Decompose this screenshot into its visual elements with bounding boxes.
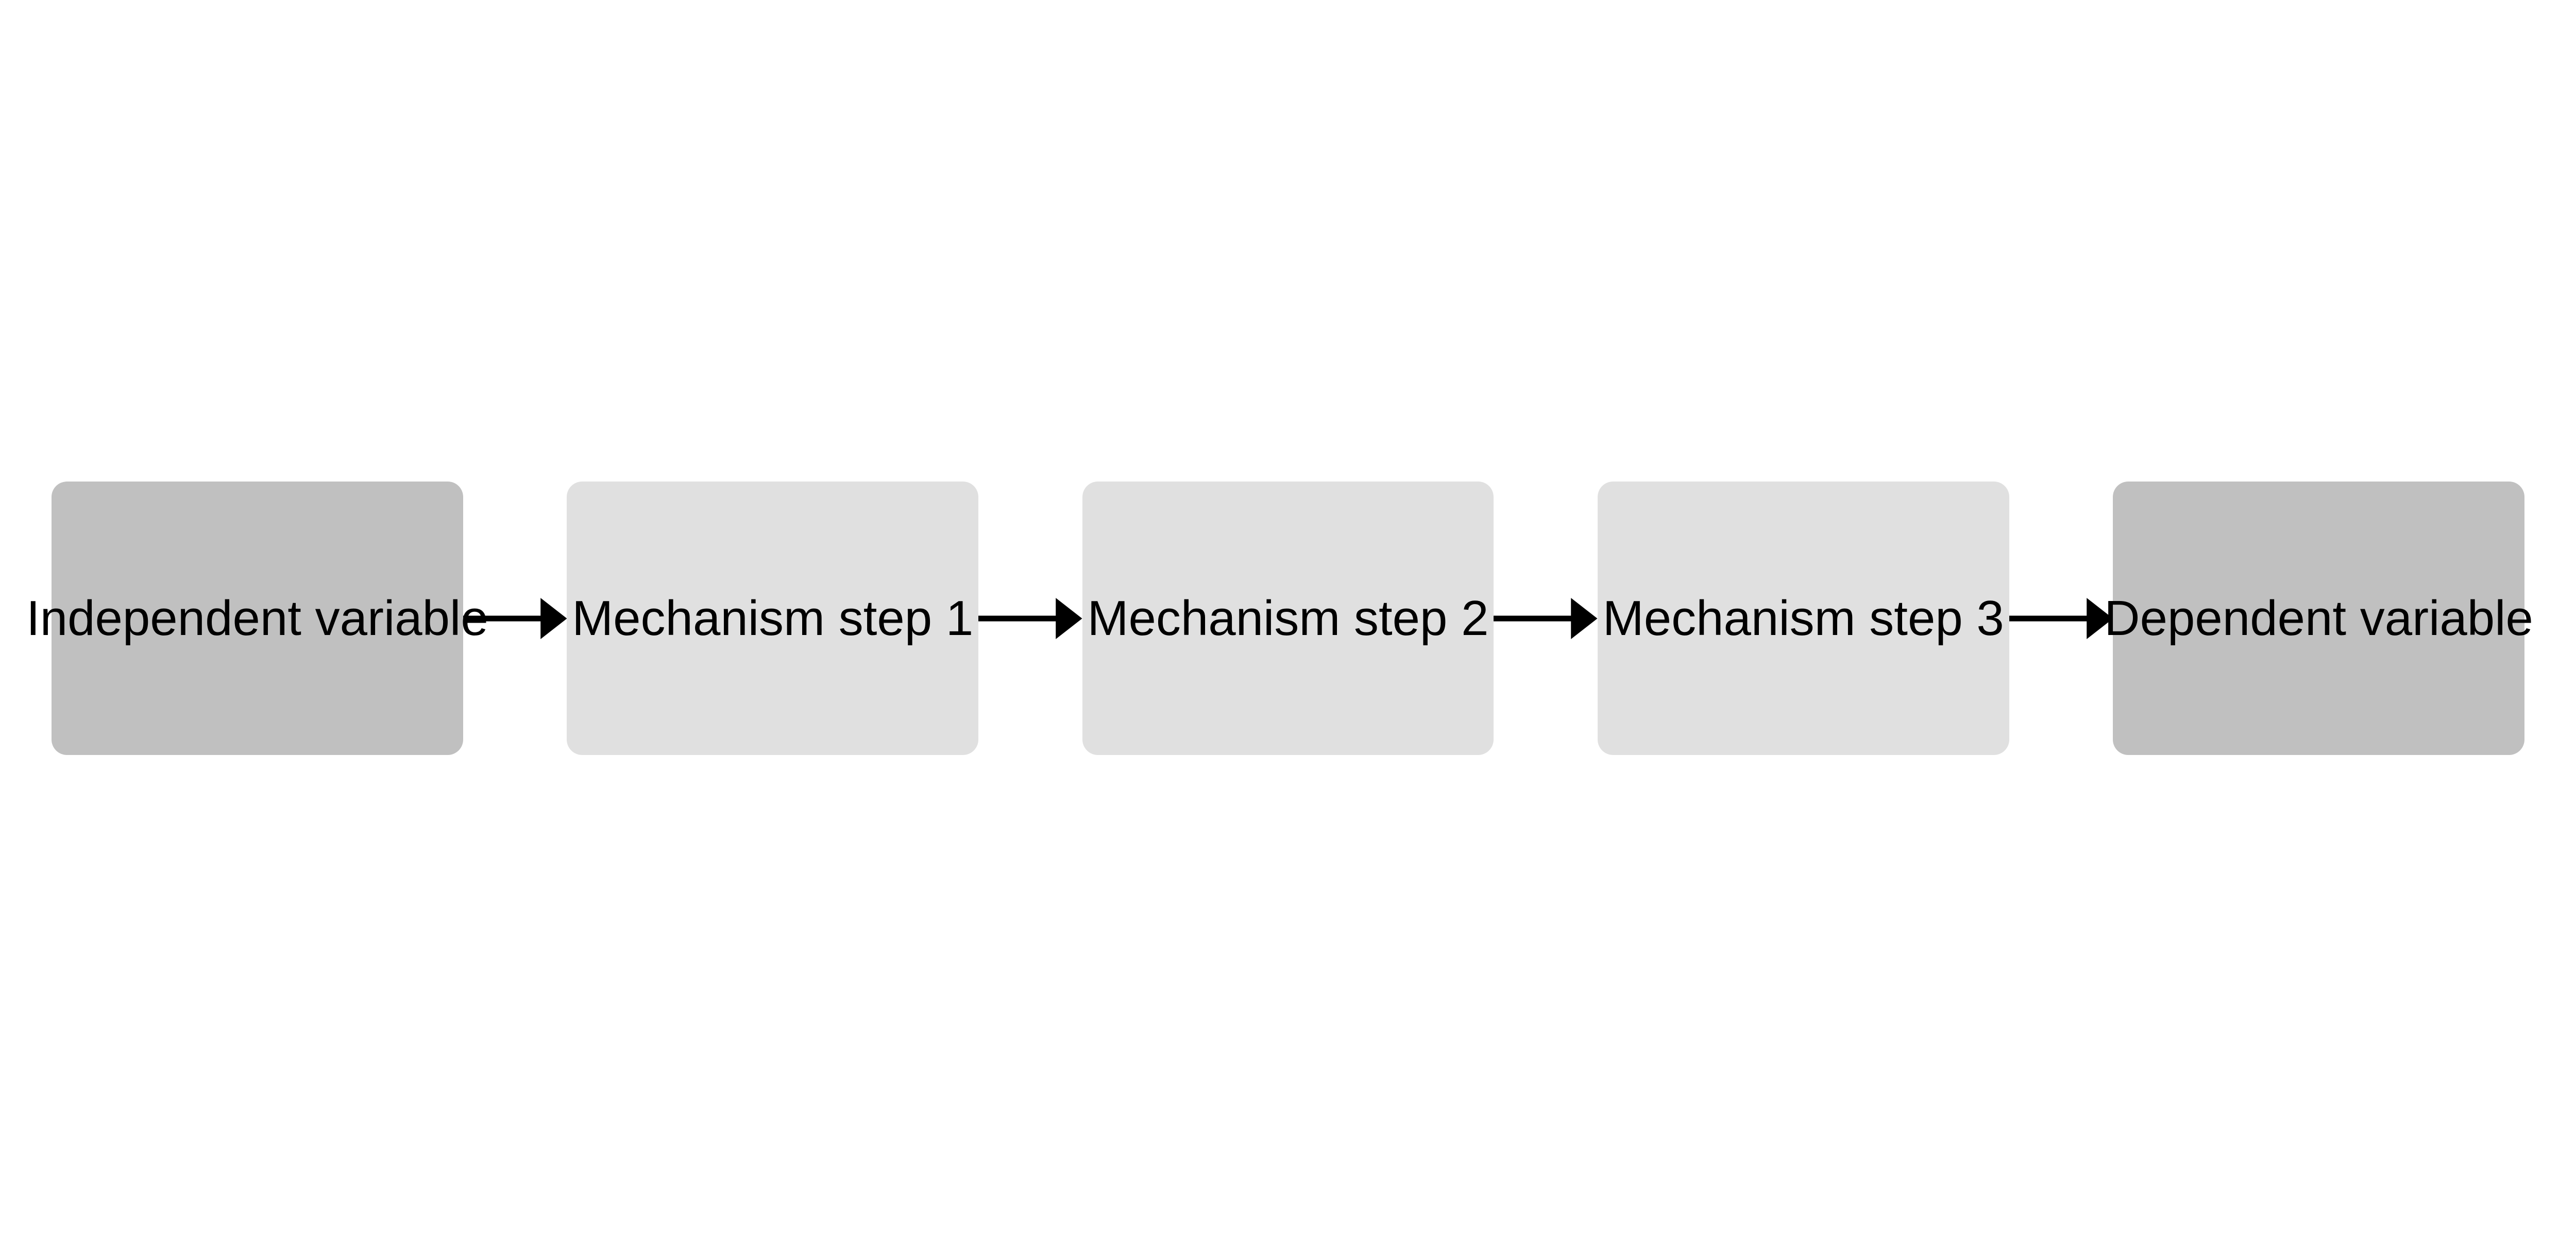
flow-row: Independent variable Mechanism step 1 Me… (0, 482, 2576, 755)
arrow-3 (1494, 597, 1598, 639)
node-mechanism-step-1: Mechanism step 1 (567, 482, 979, 755)
arrow-2 (978, 597, 1082, 639)
node-dependent-variable: Dependent variable (2104, 482, 2533, 755)
node-label: Dependent variable (2104, 590, 2533, 646)
node-independent-variable: Independent variable (26, 482, 488, 755)
arrow-1 (463, 597, 567, 639)
node-label: Mechanism step 1 (572, 590, 974, 646)
node-label: Mechanism step 3 (1602, 590, 2004, 646)
node-mechanism-step-3: Mechanism step 3 (1597, 482, 2009, 755)
node-label: Mechanism step 2 (1087, 590, 1489, 646)
arrow-4 (2009, 597, 2113, 639)
node-mechanism-step-2: Mechanism step 2 (1082, 482, 1494, 755)
node-label: Independent variable (26, 590, 488, 646)
